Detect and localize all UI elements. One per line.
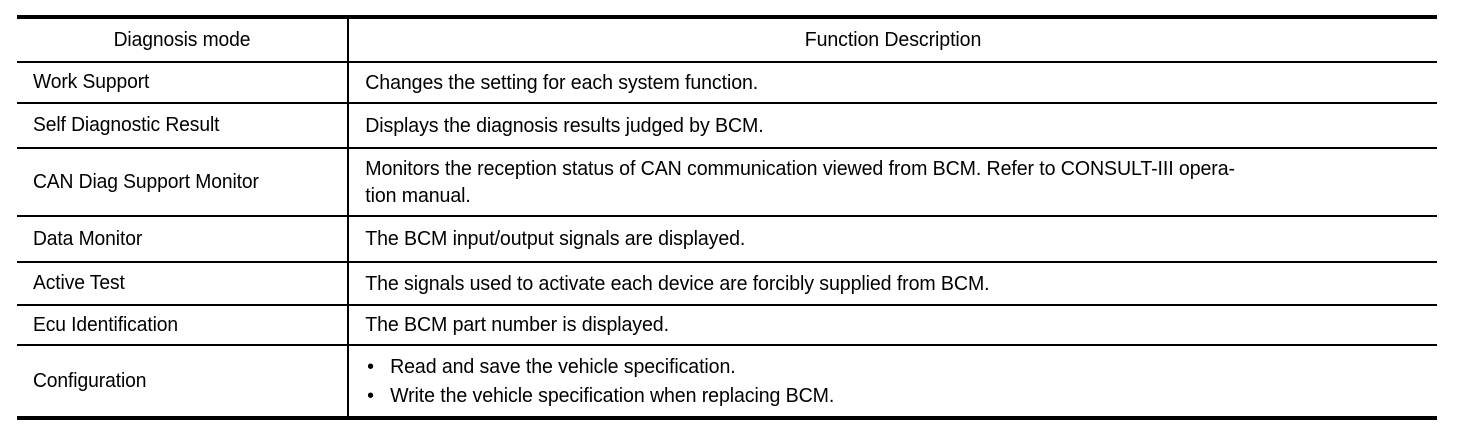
description-line: Changes the setting for each system func… [365, 70, 759, 94]
row-mode-label: CAN Diag Support Monitor [32, 169, 259, 193]
table-row: Data Monitor The BCM input/output signal… [17, 215, 1437, 263]
row-description-cell: The BCM part number is displayed. [348, 304, 1437, 346]
row-description-cell: • Read and save the vehicle specificatio… [348, 344, 1437, 418]
row-description-text: Monitors the reception status of CAN com… [349, 155, 1388, 210]
row-mode-label: Data Monitor [32, 226, 143, 250]
description-line: tion manual. [365, 184, 471, 207]
list-item: • Write the vehicle specification when r… [365, 381, 1374, 410]
table-row: Self Diagnostic Result Displays the diag… [17, 102, 1437, 149]
row-mode-cell: Active Test [17, 261, 349, 306]
row-description-cell: The BCM input/output signals are display… [348, 215, 1437, 263]
row-description-text: Displays the diagnosis results judged by… [349, 112, 1388, 139]
column-header-diagnosis-mode: Diagnosis mode [17, 17, 349, 63]
table-header: Diagnosis mode Function Description [17, 17, 1437, 63]
description-bullet-list: • Read and save the vehicle specificatio… [365, 352, 1374, 410]
row-description-text: The BCM input/output signals are display… [349, 225, 1388, 252]
row-mode-cell: Work Support [17, 61, 349, 104]
row-description-cell: Monitors the reception status of CAN com… [348, 147, 1437, 217]
column-header-diagnosis-mode-label: Diagnosis mode [113, 27, 251, 51]
table-body: Work Support Changes the setting for eac… [17, 61, 1437, 418]
table-row: Configuration • Read and save the vehicl… [17, 344, 1437, 418]
row-mode-label: Self Diagnostic Result [32, 113, 220, 137]
list-item: • Read and save the vehicle specificatio… [365, 352, 1374, 381]
table-row: Ecu Identification The BCM part number i… [17, 304, 1437, 346]
row-description-cell: Displays the diagnosis results judged by… [348, 102, 1437, 149]
list-item-label: Read and save the vehicle specification. [390, 354, 736, 378]
description-line: Displays the diagnosis results judged by… [365, 113, 764, 137]
table-row: CAN Diag Support Monitor Monitors the re… [17, 147, 1437, 217]
row-mode-cell: Data Monitor [17, 215, 349, 263]
table-row: Active Test The signals used to activate… [17, 261, 1437, 306]
table-row: Work Support Changes the setting for eac… [17, 61, 1437, 104]
description-line: Monitors the reception status of CAN com… [365, 156, 1235, 180]
row-description-text: • Read and save the vehicle specificatio… [349, 352, 1388, 410]
row-mode-cell: CAN Diag Support Monitor [17, 147, 349, 217]
row-description-text: The BCM part number is displayed. [349, 311, 1388, 338]
row-description-cell: Changes the setting for each system func… [348, 61, 1437, 104]
description-line: The BCM part number is displayed. [365, 313, 669, 337]
row-mode-label: Ecu Identification [32, 312, 179, 336]
bullet-icon: • [367, 384, 374, 407]
row-description-text: Changes the setting for each system func… [349, 69, 1388, 96]
table-header-row: Diagnosis mode Function Description [17, 17, 1437, 63]
diagnosis-mode-table: Diagnosis mode Function Description Work… [17, 15, 1437, 420]
row-description-cell: The signals used to activate each device… [348, 261, 1437, 306]
description-line: The BCM input/output signals are display… [365, 227, 746, 251]
row-mode-cell: Self Diagnostic Result [17, 102, 349, 149]
bullet-icon: • [367, 354, 374, 378]
row-mode-label: Work Support [32, 70, 150, 94]
column-header-function-description-label: Function Description [804, 28, 982, 52]
row-mode-label: Configuration [32, 368, 147, 392]
column-header-function-description: Function Description [348, 17, 1437, 63]
list-item-label: Write the vehicle specification when rep… [390, 384, 835, 407]
description-line: The signals used to activate each device… [365, 271, 990, 295]
row-mode-cell: Ecu Identification [17, 304, 349, 346]
row-mode-cell: Configuration [17, 344, 349, 418]
row-mode-label: Active Test [32, 271, 125, 295]
row-description-text: The signals used to activate each device… [349, 270, 1388, 297]
